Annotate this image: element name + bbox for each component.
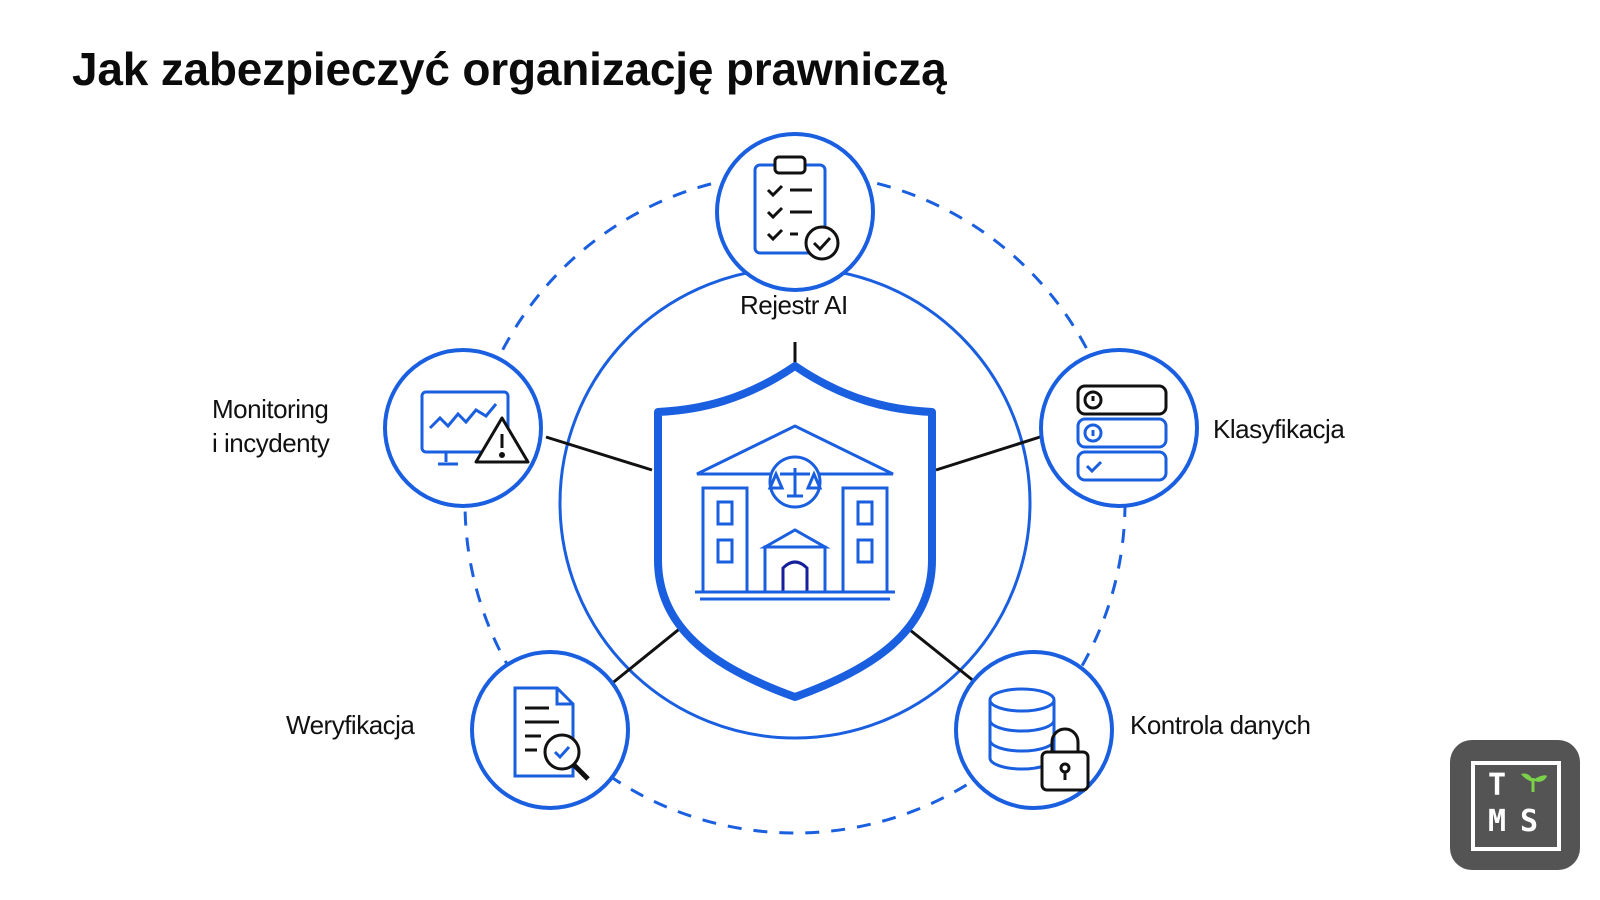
label-kontrola-danych: Kontrola danych bbox=[1130, 710, 1311, 740]
sprout-icon bbox=[1521, 773, 1547, 792]
label-klasyfikacja: Klasyfikacja bbox=[1213, 414, 1345, 444]
node-kontrola-danych bbox=[954, 650, 1114, 810]
node-klasyfikacja bbox=[1039, 348, 1199, 508]
classification-list-icon bbox=[1076, 384, 1168, 482]
label-monitoring-line2: i incydenty bbox=[212, 428, 330, 458]
logo-letter-m: M bbox=[1488, 804, 1507, 839]
logo-letter-t: T bbox=[1488, 768, 1507, 803]
tms-logo-frame bbox=[1471, 761, 1561, 851]
connectors bbox=[545, 342, 1041, 687]
label-monitoring-line1: Monitoring bbox=[212, 394, 329, 424]
label-rejestr-ai: Rejestr AI bbox=[740, 290, 848, 320]
document-magnifier-icon bbox=[513, 686, 590, 781]
tms-logo: T M S bbox=[1450, 740, 1580, 870]
monitor-alert-icon bbox=[420, 390, 530, 466]
node-weryfikacja bbox=[470, 650, 630, 810]
label-monitoring: Monitoring i incydenty bbox=[212, 392, 330, 460]
shield-courthouse-icon bbox=[654, 362, 936, 701]
node-rejestr-ai bbox=[715, 132, 875, 292]
page-title: Jak zabezpieczyć organizację prawniczą bbox=[72, 43, 947, 95]
logo-letter-s: S bbox=[1520, 804, 1539, 839]
clipboard-checklist-icon bbox=[753, 155, 840, 261]
label-weryfikacja: Weryfikacja bbox=[286, 710, 415, 740]
database-lock-icon bbox=[988, 687, 1090, 792]
node-monitoring bbox=[383, 348, 543, 508]
